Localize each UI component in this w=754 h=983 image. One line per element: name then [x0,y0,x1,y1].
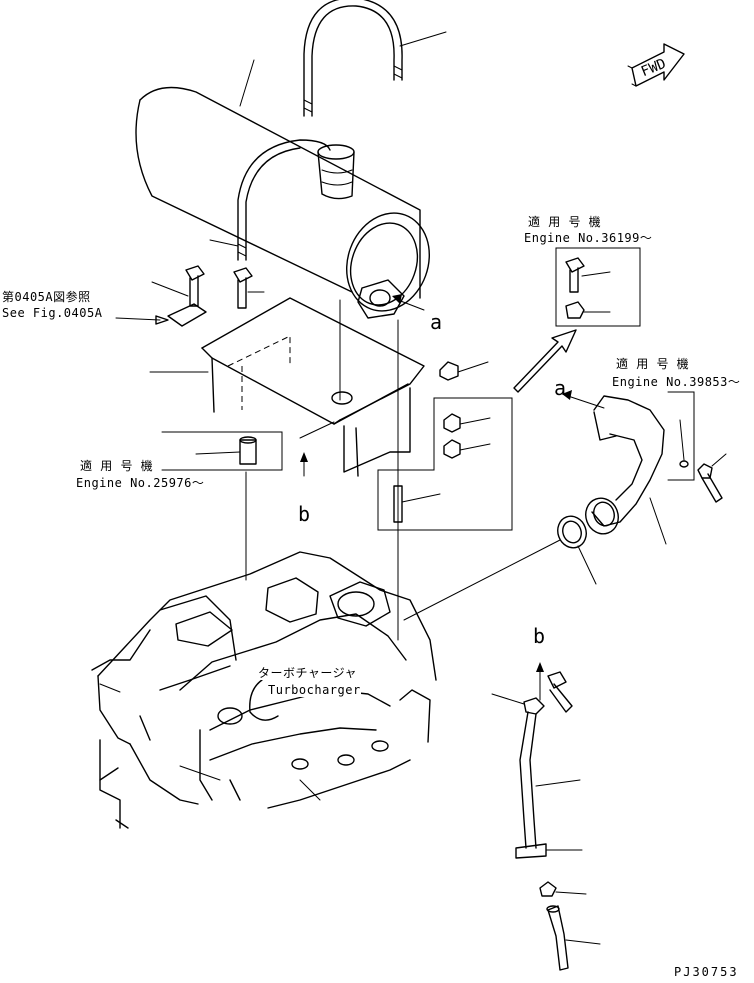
callout-a-elbow: a [554,376,567,400]
u-bolt-middle [209,139,331,261]
engine-block [91,551,437,829]
pipe-nut [539,881,587,897]
box-nuts [377,397,513,531]
fwd-arrow-sign [627,43,685,87]
callout-a-main: a [430,310,443,334]
see-fig-jp: 第0405A図参照 [2,290,91,304]
muffler [135,59,430,319]
applicability-25976-jp: 適 用 号 機 [80,459,154,473]
arrow-to-36199 [513,329,577,393]
muffler-bracket [149,297,425,477]
gasket [557,515,597,585]
turbocharger-en: Turbocharger [268,683,361,697]
arrow-b-main [300,452,308,477]
reference-lines [241,299,561,641]
bolt-elbow [697,453,727,503]
bolt-left-1 [151,265,205,307]
applicability-36199-jp: 適 用 号 機 [528,215,602,229]
box-36199 [555,247,641,327]
exhaust-elbow [585,395,667,545]
drawing-number: PJ30753 [674,965,739,979]
applicability-39853-en: Engine No.39853～ [612,375,741,389]
u-bolt-top [303,0,447,117]
box-39853 [667,391,695,481]
arrow-b-pipe [536,662,544,701]
pipe-bolt [547,671,573,713]
drain-hose [546,905,601,971]
small-bracket [115,303,207,327]
applicability-36199-en: Engine No.36199～ [524,231,653,245]
arrow-a-main [392,294,425,311]
pipe-clamp [515,843,583,859]
bolt-left-2 [233,267,265,309]
nut-right [439,361,489,381]
callout-b-main: b [298,502,311,526]
box-25976 [161,431,283,471]
turbocharger-jp: ターボチャージャ [258,666,358,680]
main-b-leader [99,683,121,693]
see-fig-en: See Fig.0405A [2,306,103,320]
applicability-39853-jp: 適 用 号 機 [616,357,690,371]
callout-b-pipe: b [533,624,546,648]
arrow-a-elbow [562,390,605,409]
drain-pipe [491,693,581,849]
applicability-25976-en: Engine No.25976～ [76,476,205,490]
